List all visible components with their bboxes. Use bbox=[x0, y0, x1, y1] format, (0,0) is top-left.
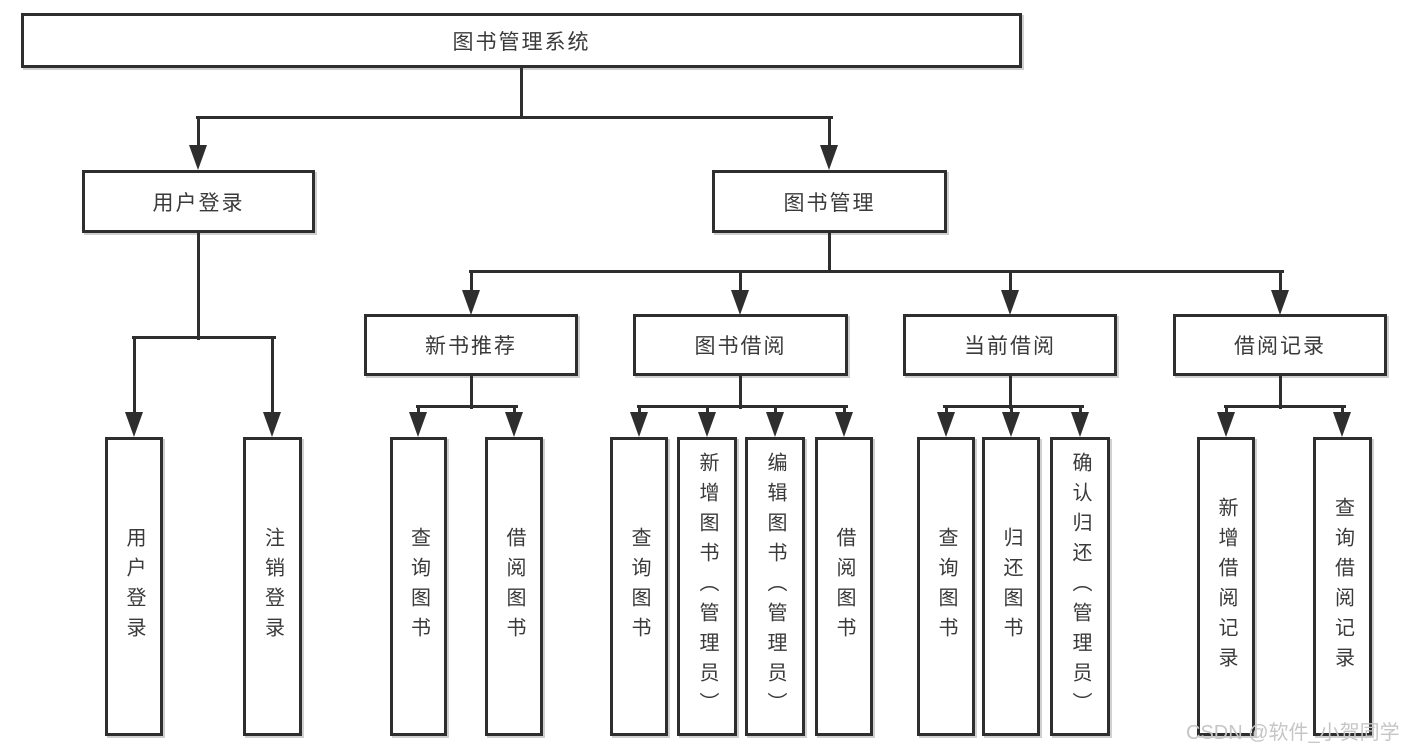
connector-vline bbox=[519, 68, 523, 118]
arrow-down-icon bbox=[505, 412, 523, 437]
arrow-down-icon bbox=[1002, 412, 1020, 437]
connector-vline bbox=[196, 117, 200, 147]
arrow-down-icon bbox=[409, 412, 427, 437]
connector-vline bbox=[827, 117, 831, 147]
arrow-down-icon bbox=[698, 412, 716, 437]
connector-hline bbox=[195, 115, 833, 119]
leaf-logout: 注销登录 bbox=[243, 437, 302, 736]
connector-vline bbox=[773, 406, 777, 414]
leaf-query-books-current: 查询图书 bbox=[917, 437, 975, 736]
arrow-down-icon bbox=[731, 290, 749, 315]
connector-vline bbox=[1008, 271, 1012, 292]
connector-vline bbox=[1009, 406, 1013, 414]
watermark-text: CSDN @软件_小贺同学 bbox=[1186, 722, 1400, 744]
connector-vline bbox=[827, 233, 831, 272]
connector-vline bbox=[512, 406, 516, 414]
connector-vline bbox=[416, 406, 420, 414]
connector-vline bbox=[469, 376, 473, 409]
connector-vline bbox=[196, 233, 200, 340]
connector-vline bbox=[1278, 271, 1282, 292]
node-book-management: 图书管理 bbox=[712, 170, 947, 233]
connector-vline bbox=[1078, 406, 1082, 414]
leaf-confirm-return-admin: 确认归还（管理员） bbox=[1050, 437, 1110, 736]
leaf-borrow-books-recommend: 借阅图书 bbox=[485, 437, 543, 736]
arrow-down-icon bbox=[630, 412, 648, 437]
leaf-query-books-borrow: 查询图书 bbox=[610, 437, 668, 736]
connector-vline bbox=[132, 337, 136, 414]
arrow-down-icon bbox=[263, 412, 281, 437]
connector-vline bbox=[738, 271, 742, 292]
connector-vline bbox=[270, 337, 274, 414]
connector-hline bbox=[1223, 404, 1346, 408]
connector-vline bbox=[738, 376, 742, 409]
node-user-login: 用户登录 bbox=[82, 170, 315, 233]
arrow-down-icon bbox=[1217, 412, 1235, 437]
node-root: 图书管理系统 bbox=[21, 13, 1022, 68]
connector-hline bbox=[131, 335, 276, 339]
connector-vline bbox=[1278, 376, 1282, 409]
leaf-return-book: 归还图书 bbox=[982, 437, 1040, 736]
arrow-down-icon bbox=[1001, 290, 1019, 315]
connector-vline bbox=[944, 406, 948, 414]
leaf-add-book-admin: 新增图书（管理员） bbox=[677, 437, 737, 736]
connector-vline bbox=[705, 406, 709, 414]
leaf-user-login: 用户登录 bbox=[105, 437, 163, 736]
connector-hline bbox=[468, 269, 1284, 273]
connector-vline bbox=[1224, 406, 1228, 414]
connector-hline bbox=[636, 404, 848, 408]
arrow-down-icon bbox=[462, 290, 480, 315]
leaf-borrow-books-borrow: 借阅图书 bbox=[815, 437, 873, 736]
leaf-edit-book-admin: 编辑图书（管理员） bbox=[745, 437, 805, 736]
arrow-down-icon bbox=[766, 412, 784, 437]
leaf-add-borrow-record: 新增借阅记录 bbox=[1197, 437, 1255, 736]
node-book-borrowing: 图书借阅 bbox=[633, 314, 848, 376]
connector-vline bbox=[637, 406, 641, 414]
connector-hline bbox=[415, 404, 518, 408]
node-borrowing-records: 借阅记录 bbox=[1173, 314, 1387, 376]
arrow-down-icon bbox=[125, 412, 143, 437]
connector-vline bbox=[469, 271, 473, 292]
arrow-down-icon bbox=[1071, 412, 1089, 437]
connector-vline bbox=[1340, 406, 1344, 414]
node-new-book-recommendation: 新书推荐 bbox=[364, 314, 578, 376]
arrow-down-icon bbox=[937, 412, 955, 437]
leaf-query-books-recommend: 查询图书 bbox=[390, 437, 447, 736]
arrow-down-icon bbox=[1333, 412, 1351, 437]
connector-hline bbox=[942, 404, 1084, 408]
connector-vline bbox=[1008, 376, 1012, 409]
arrow-down-icon bbox=[1271, 290, 1289, 315]
arrow-down-icon bbox=[189, 145, 207, 170]
arrow-down-icon bbox=[835, 412, 853, 437]
node-current-borrowing: 当前借阅 bbox=[903, 314, 1117, 376]
connector-vline bbox=[842, 406, 846, 414]
arrow-down-icon bbox=[820, 145, 838, 170]
leaf-query-borrow-record: 查询借阅记录 bbox=[1313, 437, 1372, 736]
